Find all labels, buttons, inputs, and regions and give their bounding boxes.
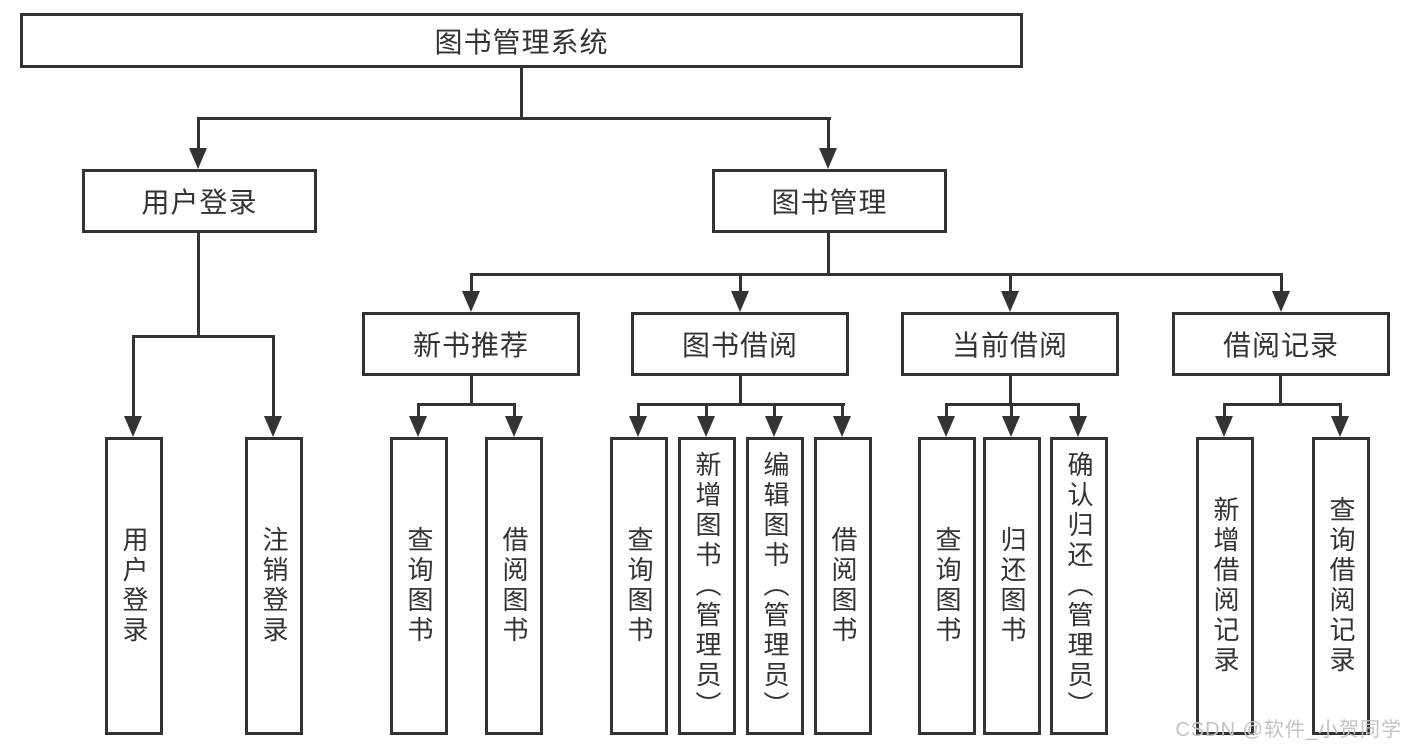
connector-drop [773, 403, 776, 418]
node-leaf-user-login: 用户登录 [105, 437, 163, 735]
node-leaf-nb-borrow-book: 借阅图书 [485, 437, 543, 735]
connector-user-login-rail [132, 335, 275, 338]
node-leaf-bb-borrow-book: 借阅图书 [814, 437, 872, 735]
connector-new-book-rail [417, 403, 516, 406]
connector-drop-borrow-record [1280, 273, 1283, 293]
connector-drop-leaf-user-login [132, 335, 135, 418]
connector-current-borrow-stem [1009, 376, 1012, 406]
arrowhead-down-icon [409, 416, 427, 437]
connector-drop [417, 403, 420, 418]
arrowhead-down-icon [1272, 291, 1290, 312]
connector-drop-book-borrow [739, 273, 742, 293]
node-book-management: 图书管理 [712, 169, 947, 233]
connector-drop [1010, 403, 1013, 418]
node-new-book-recommend: 新书推荐 [362, 312, 580, 376]
node-leaf-bb-edit-book: 编辑图书（管理员） [746, 437, 804, 735]
arrowhead-down-icon [505, 416, 523, 437]
connector-book-management-stem [827, 233, 830, 276]
node-root: 图书管理系统 [20, 13, 1023, 68]
connector-book-borrow-stem [739, 376, 742, 406]
csdn-watermark: CSDN @软件_小贺同学 [1175, 719, 1402, 741]
connector-root-rail [197, 117, 831, 120]
arrowhead-down-icon [937, 416, 955, 437]
arrowhead-down-icon [765, 416, 783, 437]
connector-drop [705, 403, 708, 418]
connector-drop [513, 403, 516, 418]
arrowhead-down-icon [819, 148, 837, 169]
node-leaf-br-add-record: 新增借阅记录 [1196, 437, 1254, 735]
connector-borrow-record-rail [1223, 403, 1341, 406]
connector-root-stem [520, 68, 523, 120]
connector-drop-book-management [827, 117, 830, 151]
node-user-login: 用户登录 [82, 169, 317, 233]
connector-user-login-stem [197, 233, 200, 338]
connector-drop-user-login [197, 117, 200, 151]
arrowhead-down-icon [1069, 416, 1087, 437]
node-leaf-logout: 注销登录 [245, 437, 303, 735]
node-book-borrow: 图书借阅 [631, 312, 849, 376]
arrowhead-down-icon [264, 416, 282, 437]
connector-new-book-stem [470, 376, 473, 406]
arrowhead-down-icon [833, 416, 851, 437]
node-leaf-cb-confirm-return: 确认归还（管理员） [1050, 437, 1108, 735]
arrowhead-down-icon [189, 148, 207, 169]
node-leaf-cb-query-book: 查询图书 [918, 437, 976, 735]
node-borrow-record: 借阅记录 [1172, 312, 1390, 376]
arrowhead-down-icon [731, 291, 749, 312]
node-leaf-bb-add-book: 新增图书（管理员） [678, 437, 736, 735]
connector-drop [1223, 403, 1226, 418]
connector-drop [1077, 403, 1080, 418]
arrowhead-down-icon [124, 416, 142, 437]
connector-drop [637, 403, 640, 418]
arrowhead-down-icon [1002, 416, 1020, 437]
connector-drop [1339, 403, 1342, 418]
arrowhead-down-icon [1331, 416, 1349, 437]
node-current-borrow: 当前借阅 [901, 312, 1119, 376]
connector-drop-current-borrow [1009, 273, 1012, 293]
connector-borrow-record-stem [1279, 376, 1282, 406]
arrowhead-down-icon [1001, 291, 1019, 312]
connector-drop [841, 403, 844, 418]
connector-drop-leaf-logout [272, 335, 275, 418]
connector-book-management-rail [470, 273, 1283, 276]
connector-book-borrow-rail [637, 403, 845, 406]
arrowhead-down-icon [462, 291, 480, 312]
node-leaf-cb-return-book: 归还图书 [983, 437, 1041, 735]
arrowhead-down-icon [697, 416, 715, 437]
arrowhead-down-icon [1215, 416, 1233, 437]
node-leaf-bb-query-book: 查询图书 [610, 437, 668, 735]
node-leaf-br-query-record: 查询借阅记录 [1312, 437, 1370, 735]
connector-drop [945, 403, 948, 418]
node-leaf-nb-query-book: 查询图书 [390, 437, 448, 735]
connector-drop-new-book-recommend [470, 273, 473, 293]
arrowhead-down-icon [629, 416, 647, 437]
